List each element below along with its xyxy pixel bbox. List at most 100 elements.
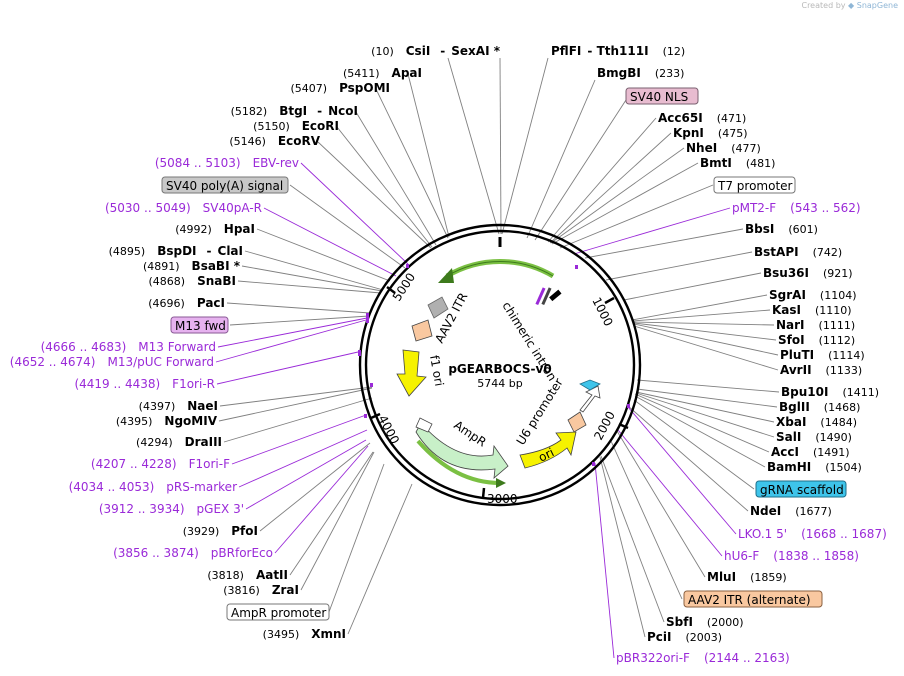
plasmid-name: pGEARBOCS-v0 <box>448 362 551 376</box>
right-label-bmti: BmtI(481) <box>700 156 775 170</box>
aav2-itr-alternate-box <box>683 590 823 608</box>
aav2-itr-block <box>411 319 433 342</box>
right-label-pcii: PciI(2003) <box>647 630 722 644</box>
snapgene-credit: Created by ◆ SnapGene <box>801 1 898 10</box>
leader-line <box>218 387 373 422</box>
leader-line <box>317 141 432 249</box>
leader-line <box>634 393 770 453</box>
left-label-csii: (10)CsiI-SexAI * <box>371 44 501 58</box>
u6-salmon-block <box>567 411 587 433</box>
site-mark <box>406 264 409 268</box>
leader-line <box>499 57 502 235</box>
left-label-ebv-rev: (5084 .. 5103)EBV-rev <box>155 156 299 170</box>
right-label-acci: AccI(1491) <box>771 445 850 459</box>
left-label-m13-puc-forward: (4652 .. 4674)M13/pUC Forward <box>10 355 214 369</box>
left-label-pfoi: (3929)PfoI <box>183 524 258 538</box>
right-label-bglii: BglII(1468) <box>779 400 860 414</box>
right-label-pbr322ori-f: pBR322ori-F(2144 .. 2163) <box>616 651 790 665</box>
m13-fwd-label: M13 fwd <box>175 319 226 333</box>
t7-promoter-box <box>713 176 796 194</box>
leader-line <box>633 325 779 371</box>
ori-arrow <box>519 431 577 469</box>
ampr-promoter-box <box>226 603 330 621</box>
left-label-pbrforeco: (3856 .. 3874)pBRforEco <box>113 546 273 560</box>
f1-ori-arrow <box>396 349 427 397</box>
leader-line <box>256 228 391 282</box>
sv40-polya-label: SV40 poly(A) signal <box>166 179 283 193</box>
grna-scaffold-block <box>579 379 601 391</box>
left-label-draiii: (4294)DraIII <box>136 435 222 449</box>
leader-line <box>237 280 382 294</box>
backbone-outer-ring <box>358 223 642 507</box>
right-label-sali: SalI(1490) <box>776 430 852 444</box>
left-labels: (10)CsiI-SexAI * (5411)ApaI (5407)PspOMI… <box>10 44 501 641</box>
leader-line <box>300 162 409 265</box>
leader-line <box>559 184 714 249</box>
left-label-naei: (4397)NaeI <box>139 399 218 413</box>
leader-line <box>636 379 780 393</box>
backbone-site-marks <box>358 264 630 466</box>
leader-line <box>231 414 367 465</box>
gray-feature-block <box>427 296 449 319</box>
ampr-promoter-label: AmpR promoter <box>231 606 326 620</box>
leader-line <box>238 429 368 488</box>
right-label-pflfi: PflFI-Tth111I(12) <box>551 44 685 58</box>
leader-line <box>216 351 359 385</box>
site-mark <box>366 313 369 323</box>
tick-4000-mark <box>370 412 381 420</box>
right-label-lko1: LKO.1 5'(1668 .. 1687) <box>738 527 887 541</box>
leader-line <box>600 455 665 623</box>
leader-line <box>534 99 627 241</box>
left-label-ecorv: (5146)EcoRV <box>229 134 320 148</box>
left-label-pgex-3: (3912 .. 3934)pGEX 3' <box>99 502 244 516</box>
leader-line <box>274 445 369 554</box>
grna-scaffold-box <box>755 480 847 498</box>
site-mark <box>592 462 595 466</box>
leader-line <box>633 323 779 356</box>
tick-4000: 4000 <box>375 413 402 447</box>
leader-line <box>605 251 753 281</box>
leader-line <box>219 386 373 407</box>
ampr-small-block <box>415 417 433 433</box>
leader-line <box>215 319 367 363</box>
left-label-f1ori-r: (4419 .. 4438)F1ori-R <box>74 377 215 391</box>
backbone-inner-ring <box>364 229 636 501</box>
ampr-label: AmpR <box>451 418 489 450</box>
site-mark <box>535 287 546 306</box>
aav2-itr-alternate-label: AAV2 ITR (alternate) <box>688 593 811 607</box>
left-label-bsabi: (4891)BsaBI * <box>143 259 241 273</box>
leader-line <box>289 184 406 269</box>
leader-line <box>599 456 646 638</box>
chimeric-intron-arrowhead <box>438 268 454 283</box>
right-label-sfoi: SfoI(1112) <box>778 333 855 347</box>
snapgene-logo-icon: ◆ <box>848 1 855 10</box>
left-label-bspdi: (4895)BspDI-ClaI <box>109 244 243 258</box>
leader-line <box>573 207 731 255</box>
credit-brand: SnapGene <box>856 1 898 10</box>
tick-3000-mark <box>481 487 486 499</box>
plasmid-length: 5744 bp <box>477 377 522 390</box>
leader-line <box>217 317 368 348</box>
right-label-bsu36i: Bsu36I(921) <box>763 266 853 280</box>
leader-line <box>289 451 374 576</box>
left-label-prs-marker: (4034 .. 4053)pRS-marker <box>69 480 237 494</box>
leader-line <box>241 265 383 292</box>
leader-line <box>300 451 375 591</box>
leader-line <box>375 88 449 239</box>
site-mark <box>627 404 630 408</box>
credit-prefix: Created by <box>801 1 846 10</box>
ampr-arrow <box>415 422 509 479</box>
sv40-polya-box <box>161 176 289 194</box>
leader-line <box>635 391 775 423</box>
leader-line <box>244 250 384 291</box>
right-label-acc65i: Acc65I(471) <box>658 111 746 125</box>
left-label-zrai: (3816)ZraI <box>223 583 299 597</box>
right-label-pmt2-f: pMT2-F(543 .. 562) <box>732 201 861 215</box>
right-label-xbai: XbaI(1484) <box>776 415 857 429</box>
leader-line <box>336 126 433 248</box>
right-label-hu6-f: hU6-F(1838 .. 1858) <box>724 549 859 563</box>
left-label-paci: (4696)PacI <box>148 296 225 310</box>
left-label-pspomi: (5407)PspOMI <box>290 81 390 95</box>
m13-fwd-box <box>170 316 229 334</box>
leader-line <box>223 397 373 443</box>
